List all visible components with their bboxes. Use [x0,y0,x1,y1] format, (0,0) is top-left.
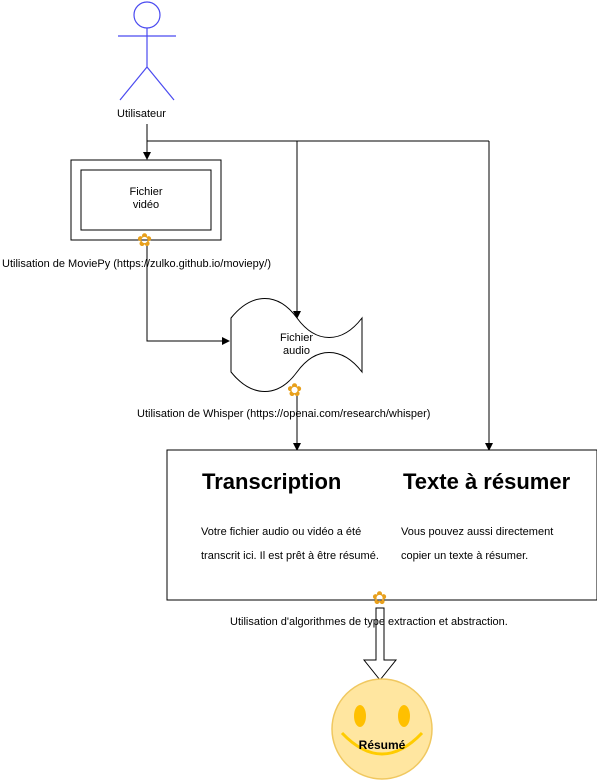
user-actor [118,1,176,101]
audio-file-label: Fichier audio [231,332,362,358]
video-file-inner-box [80,169,212,231]
audio-file-document [230,298,363,392]
whisper-step-label: Utilisation de Whisper (https://openai.c… [137,408,431,420]
user-label: Utilisateur [117,108,166,120]
flow-connectors [143,124,493,451]
text-to-summarize-body: Vous pouvez aussi directement copier un … [401,526,554,562]
summary-label: Résumé [358,738,406,752]
algorithms-step-label: Utilisation d'algorithmes de type extrac… [230,616,508,628]
transcription-body: Votre fichier audio ou vidéo a été trans… [201,526,379,562]
text-panel-box [166,449,597,601]
moviepy-step-label: Utilisation de MoviePy (https://zulko.gi… [2,258,272,270]
text-to-summarize-heading: Texte à résumer [403,469,571,494]
transcription-heading: Transcription [202,469,342,494]
video-file-label: Fichier vidéo [81,186,211,212]
gear-icon: ✿ [372,588,388,608]
audio-file-label-line2: audio [283,345,310,357]
gear-icon: ✿ [287,380,303,400]
gear-icon: ✿ [137,230,153,250]
summary-hollow-arrow [362,607,398,681]
video-file-label-line2: vidéo [132,199,160,211]
audio-file-label-line1: Fichier [279,332,313,344]
video-file-label-line1: Fichier [129,186,163,198]
summary-smiley [331,678,433,780]
